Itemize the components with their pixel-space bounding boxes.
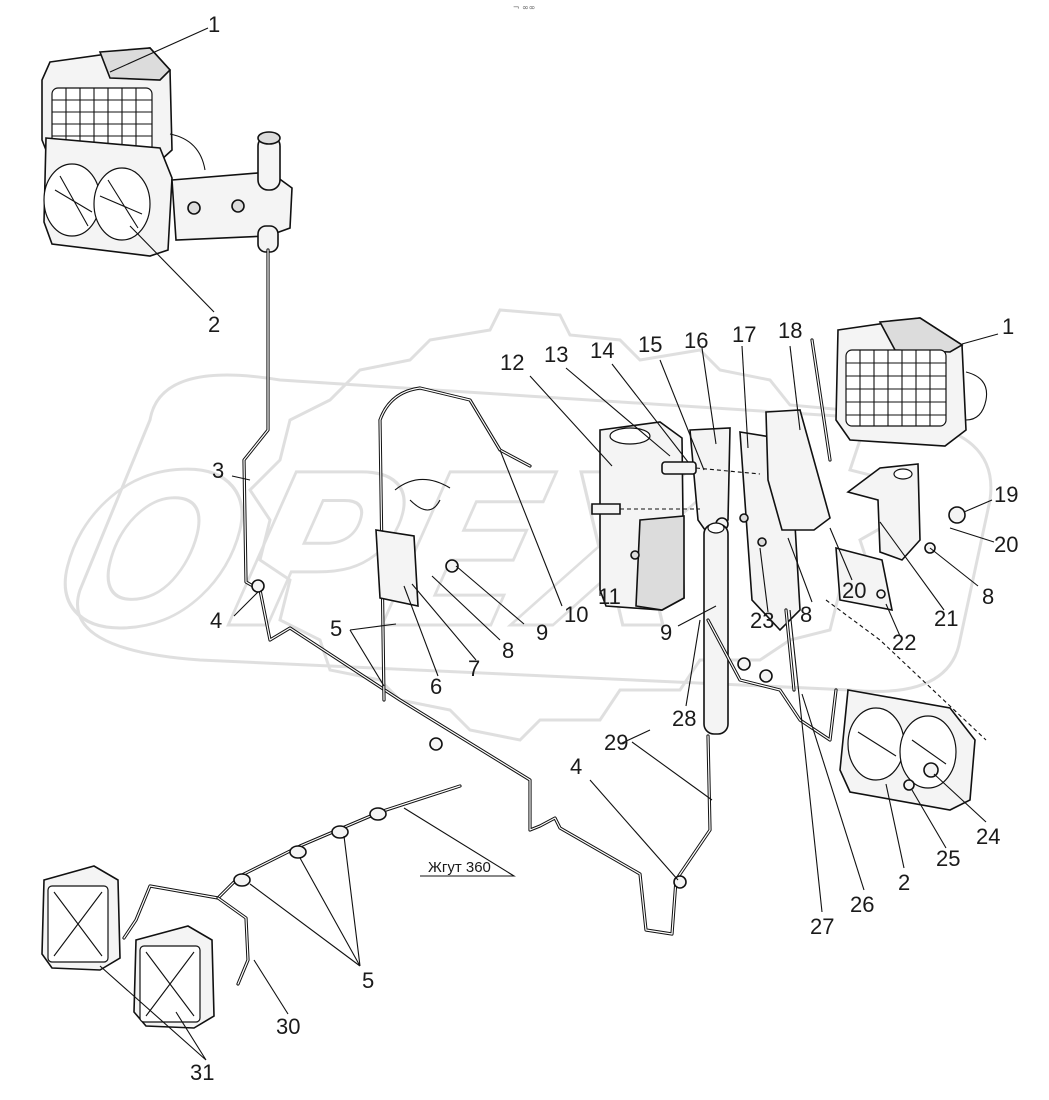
callout-26: 26 — [850, 892, 874, 917]
callouts: 1 2 3 4 5 6 7 8 9 10 11 12 13 14 15 16 1… — [190, 12, 1018, 1085]
callout-27: 27 — [810, 914, 834, 939]
callout-25: 25 — [936, 846, 960, 871]
callout-1-right: 1 — [1002, 314, 1014, 339]
callout-8-mid: 8 — [800, 602, 812, 627]
callout-8-right: 8 — [982, 584, 994, 609]
callout-10: 10 — [564, 602, 588, 627]
callout-17: 17 — [732, 322, 756, 347]
lower-lamp-left — [41, 865, 121, 971]
callout-5: 5 — [330, 616, 342, 641]
mirror-bracket-left — [599, 421, 685, 611]
callout-14: 14 — [590, 338, 614, 363]
callout-7: 7 — [468, 656, 480, 681]
callout-20: 20 — [842, 578, 866, 603]
top-mark: ¬ ∞∞ — [513, 3, 536, 12]
callout-5-lower: 5 — [362, 968, 374, 993]
callout-30: 30 — [276, 1014, 300, 1039]
callout-12: 12 — [500, 350, 524, 375]
callout-31: 31 — [190, 1060, 214, 1085]
callout-16: 16 — [684, 328, 708, 353]
callout-28: 28 — [672, 706, 696, 731]
watermark-ellipse — [76, 373, 993, 693]
callout-19: 19 — [994, 482, 1018, 507]
callout-20-right: 20 — [994, 532, 1018, 557]
work-lamp-top-left — [41, 47, 293, 257]
callout-21: 21 — [934, 606, 958, 631]
callout-29: 29 — [604, 730, 628, 755]
lower-lamp-right — [133, 925, 215, 1029]
callout-9: 9 — [536, 620, 548, 645]
callout-1: 1 — [208, 12, 220, 37]
callout-15: 15 — [638, 332, 662, 357]
harness-360-label: Жгут 360 — [428, 859, 491, 876]
watermark-gear — [248, 308, 897, 742]
vertical-tube — [703, 523, 729, 735]
callout-6: 6 — [430, 674, 442, 699]
callout-4: 4 — [210, 608, 222, 633]
callout-2: 2 — [208, 312, 220, 337]
callout-2-right: 2 — [898, 870, 910, 895]
callout-13: 13 — [544, 342, 568, 367]
leader-lines — [99, 27, 999, 1061]
callout-22: 22 — [892, 630, 916, 655]
work-lamp-top-right — [835, 317, 988, 447]
mount-bracket-right — [835, 463, 966, 612]
rear-lamp-right — [839, 689, 976, 811]
callout-24: 24 — [976, 824, 1000, 849]
callout-3: 3 — [212, 458, 224, 483]
mirror-bracket-center — [689, 409, 831, 632]
harness-360 — [122, 784, 462, 986]
callout-8: 8 — [502, 638, 514, 663]
callout-9-mid: 9 — [660, 620, 672, 645]
callout-11: 11 — [598, 584, 621, 609]
callout-4-lower: 4 — [570, 754, 582, 779]
callout-23: 23 — [750, 608, 774, 633]
callout-18: 18 — [778, 318, 802, 343]
wiring-harness-main — [242, 248, 838, 936]
